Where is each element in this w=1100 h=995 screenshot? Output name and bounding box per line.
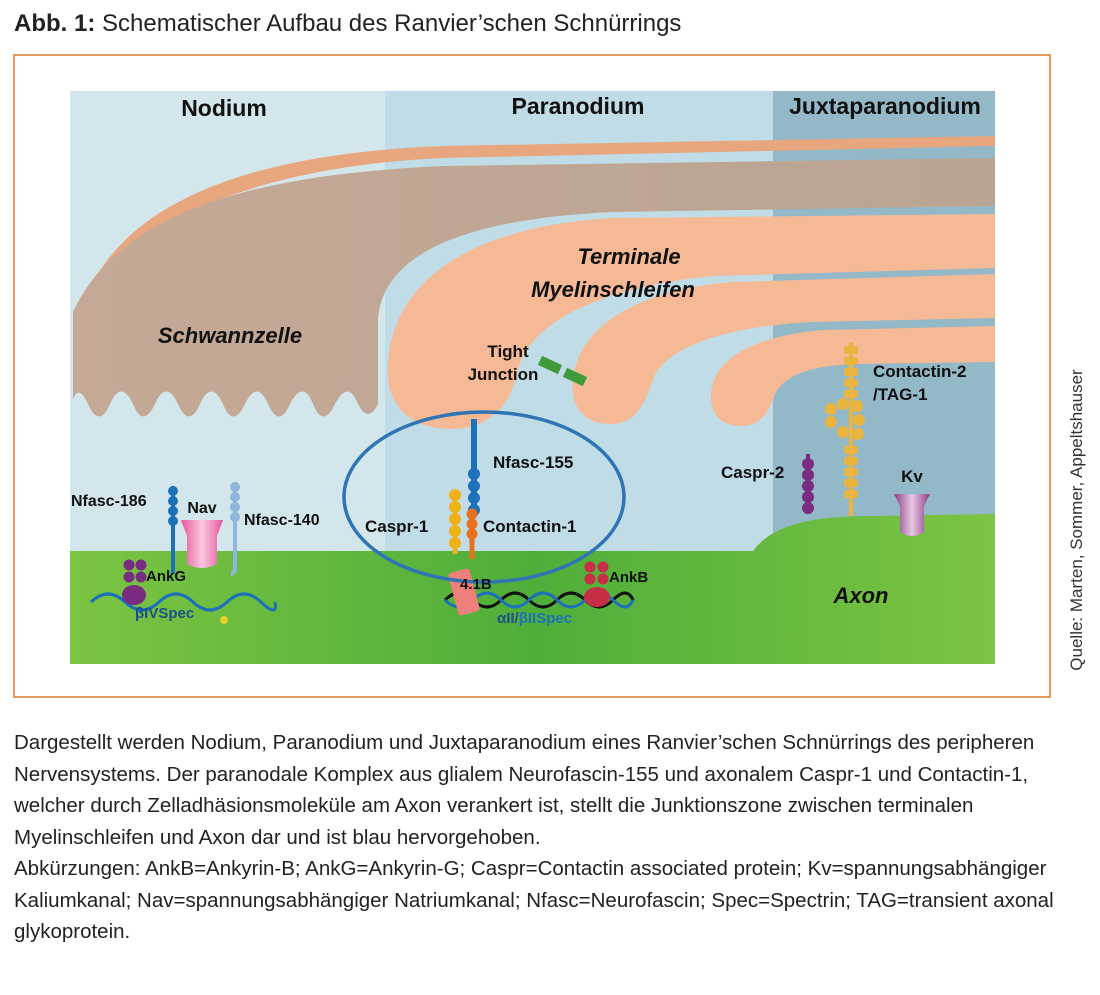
figure-title-text: Schematischer Aufbau des Ranvier’schen S… [102, 10, 682, 37]
ankb-protein [584, 561, 610, 607]
contactin-1-label: Contactin-1 [483, 517, 577, 536]
paranodium-header: Paranodium [512, 93, 645, 119]
kv-label: Kv [901, 467, 923, 486]
caspr-1-label: Caspr-1 [365, 517, 428, 536]
nav-label: Nav [187, 500, 216, 517]
nfasc-186-protein [168, 486, 178, 574]
aiispec-label-b: βIISpec [519, 610, 572, 627]
kv-channel [894, 494, 930, 536]
figure-title: Abb. 1: Schematischer Aufbau des Ranvier… [14, 10, 681, 38]
junction-label: Junction [468, 365, 539, 384]
nav-channel [181, 520, 223, 568]
caspr-2-protein [802, 454, 814, 514]
nodium-header: Nodium [181, 95, 267, 121]
bivspec-wave [89, 592, 277, 612]
myelinschleifen-label: Myelinschleifen [531, 277, 695, 302]
aiispec-label: αII/βIISpec [497, 610, 572, 627]
contactin-2-label: Contactin-2 [873, 362, 967, 381]
caption-paragraph: Dargestellt werden Nodium, Paranodium un… [14, 731, 1035, 849]
myelin-loop-1 [387, 214, 995, 429]
bivspec-label: βIVSpec [135, 605, 194, 622]
figure-source: Quelle: Marten, Sommer, Appeltshauser [1067, 369, 1086, 671]
figure-caption: Dargestellt werden Nodium, Paranodium un… [14, 727, 1074, 948]
ranvier-node-diagram: Nodium Paranodium Juxtaparanodium Schwan… [70, 91, 995, 664]
figure-label: Abb. 1: [14, 10, 96, 37]
tag-1-label: /TAG-1 [873, 385, 927, 404]
axon [70, 514, 995, 664]
tight-junction-mark-2 [562, 367, 588, 387]
tight-label: Tight [487, 342, 529, 361]
terminale-label: Terminale [577, 244, 680, 269]
schwann-cell [73, 158, 995, 417]
ankb-label: AnkB [609, 569, 648, 586]
caspr-1-protein [449, 489, 461, 554]
yellow-dot [220, 616, 228, 624]
aiispec-label-a: αII/ [497, 610, 520, 627]
ankg-protein [122, 559, 147, 605]
paranodal-complex-highlight [342, 410, 626, 584]
caption-abbreviations: Abkürzungen: AnkB=Ankyrin-B; AnkG=Ankyri… [14, 857, 1054, 943]
tight-junction-mark-1 [537, 355, 563, 375]
schwannzelle-label: Schwannzelle [158, 323, 302, 348]
nfasc-140-label: Nfasc-140 [244, 512, 320, 529]
ankg-label: AnkG [146, 568, 186, 585]
myelin-loop-2 [572, 274, 995, 424]
caspr-2-label: Caspr-2 [721, 463, 784, 482]
myelin-loop-3 [710, 326, 995, 426]
nfasc-186-label: Nfasc-186 [71, 493, 147, 510]
contactin-1-protein [466, 508, 478, 559]
4-1b-label: 4.1B [460, 576, 492, 593]
nfasc-140-protein [230, 482, 240, 576]
nfasc-155-label: Nfasc-155 [493, 453, 573, 472]
contactin-2-protein [825, 342, 865, 516]
axon-label: Axon [833, 583, 889, 608]
juxtaparanodium-header: Juxtaparanodium [789, 93, 981, 119]
